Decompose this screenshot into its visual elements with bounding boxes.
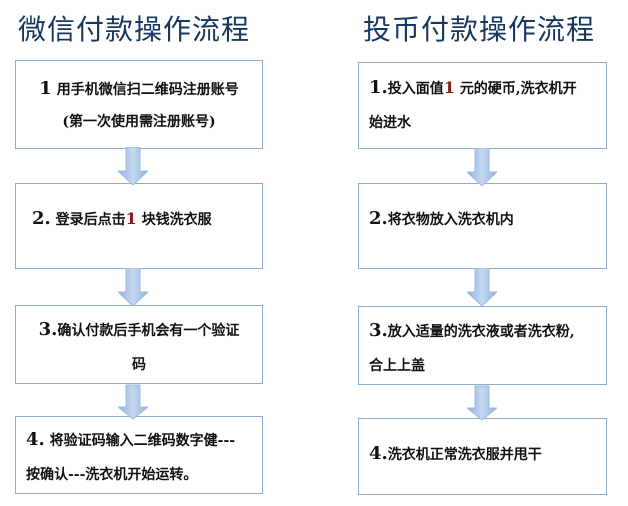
- coin-flow-title: 投币付款操作流程: [363, 13, 596, 46]
- coin-step-4: 4.洗衣机正常洗衣服并甩干: [358, 418, 607, 495]
- step-number: 2.: [369, 208, 388, 229]
- down-arrow-icon: [118, 384, 148, 420]
- step-number: 3.: [38, 319, 58, 340]
- step-text: 块钱洗衣服: [141, 212, 212, 228]
- highlight-number: 1: [125, 209, 137, 228]
- step-text: 洗衣机正常洗衣服并甩干: [387, 447, 542, 463]
- step-text: 合上上盖: [369, 358, 425, 374]
- step-text: 将衣物放入洗衣机内: [387, 212, 514, 228]
- step-text: 用手机微信扫二维码注册账号: [56, 82, 239, 98]
- step-number: 1.: [369, 77, 388, 98]
- highlight-number: 1: [443, 78, 455, 97]
- step-number: 3.: [369, 320, 388, 341]
- step-text: 将验证码输入二维码数字健---: [49, 433, 236, 449]
- step-text: 码: [132, 357, 146, 373]
- step-text: 登录后点击: [55, 212, 126, 228]
- step-text: 确认付款后手机会有一个验证: [57, 323, 240, 339]
- wechat-flow-title: 微信付款操作流程: [18, 13, 251, 46]
- wechat-step-2: 2. 登录后点击1 块钱洗衣服: [15, 183, 263, 269]
- step-number: 1: [39, 78, 52, 99]
- step-text: (第一次使用需注册账号): [62, 114, 216, 130]
- down-arrow-icon: [467, 268, 497, 306]
- step-number: 2.: [32, 208, 51, 229]
- step-number: 4.: [369, 443, 388, 464]
- step-text: 按确认---洗衣机开始运转。: [26, 467, 198, 483]
- wechat-step-1: 1 用手机微信扫二维码注册账号 (第一次使用需注册账号): [15, 60, 263, 149]
- step-text: 放入适量的洗衣液或者洗衣粉,: [387, 324, 575, 340]
- wechat-step-3: 3.确认付款后手机会有一个验证 码: [15, 305, 263, 384]
- down-arrow-icon: [467, 148, 497, 186]
- step-number: 4.: [26, 429, 45, 450]
- coin-step-1: 1.投入面值1 元的硬币,洗衣机开 始进水: [358, 62, 607, 149]
- down-arrow-icon: [118, 268, 148, 306]
- step-text: 始进水: [369, 115, 411, 131]
- step-text: 投入面值: [387, 81, 444, 97]
- wechat-step-4: 4. 将验证码输入二维码数字健--- 按确认---洗衣机开始运转。: [15, 416, 263, 494]
- coin-step-2: 2.将衣物放入洗衣机内: [358, 183, 607, 269]
- down-arrow-icon: [467, 385, 497, 421]
- down-arrow-icon: [118, 147, 148, 185]
- coin-step-3: 3.放入适量的洗衣液或者洗衣粉, 合上上盖: [358, 306, 607, 385]
- step-text: 元的硬币,洗衣机开: [459, 81, 577, 97]
